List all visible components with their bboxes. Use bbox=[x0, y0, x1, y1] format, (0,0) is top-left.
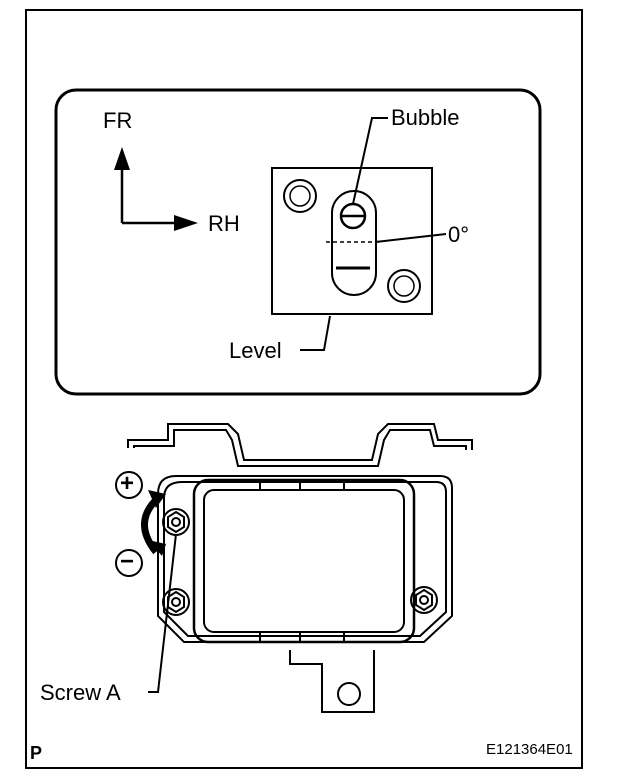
label-bubble: Bubble bbox=[391, 105, 460, 130]
label-screw-a: Screw A bbox=[40, 680, 121, 705]
screw-a bbox=[162, 508, 190, 536]
label-zero-degrees: 0° bbox=[448, 222, 470, 247]
leader-lines bbox=[300, 117, 447, 351]
level-plate bbox=[271, 167, 433, 315]
minus-circle bbox=[115, 549, 143, 577]
label-rh: RH bbox=[208, 211, 240, 236]
minus-sign: − bbox=[120, 548, 135, 575]
plus-sign: + bbox=[120, 470, 135, 497]
label-level: Level bbox=[229, 338, 282, 363]
page-mark: P bbox=[30, 743, 43, 763]
rotation-arrow bbox=[141, 490, 166, 556]
plus-circle bbox=[115, 471, 143, 499]
screw-right-lower bbox=[410, 586, 438, 614]
figure-id: E121364E01 bbox=[486, 741, 573, 758]
screw-a-leader bbox=[148, 533, 177, 693]
label-fr: FR bbox=[103, 108, 133, 133]
screw-left-lower bbox=[162, 588, 190, 616]
page-border bbox=[25, 9, 583, 769]
detail-inset-box bbox=[54, 88, 542, 396]
direction-arrows bbox=[114, 147, 198, 231]
sensor-assembly bbox=[127, 423, 473, 713]
